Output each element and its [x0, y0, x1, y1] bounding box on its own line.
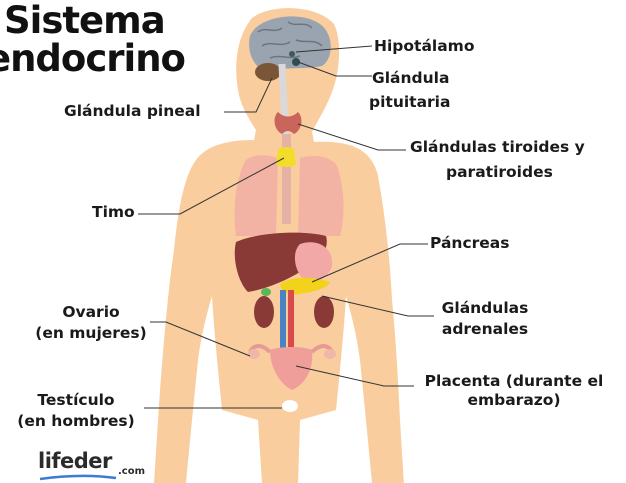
label-timo: Timo	[92, 203, 135, 222]
ovary-right	[324, 349, 336, 359]
label-placenta-line-2: embarazo)	[414, 391, 614, 410]
adrenal-left	[261, 288, 271, 296]
testicle	[282, 400, 298, 412]
aorta	[288, 290, 294, 356]
label-adrenales-line-1: Glándulas	[436, 299, 534, 318]
title-line-1: Sistema	[4, 2, 165, 39]
logo-underline-swoosh	[38, 474, 118, 482]
label-pituitaria-line-1: Glándula	[372, 69, 449, 88]
label-pancreas: Páncreas	[430, 234, 509, 253]
vena-cava	[280, 290, 286, 356]
kidney-left	[254, 296, 274, 328]
label-placenta-line-1: Placenta (durante el	[414, 372, 614, 391]
hypothalamus-mark	[289, 51, 295, 57]
label-ovario-line-2: (en mujeres)	[30, 324, 152, 343]
label-ovario-line-1: Ovario	[30, 303, 152, 322]
label-hipotalamo: Hipotálamo	[374, 37, 474, 56]
lifeder-logo-domain: .com	[118, 466, 145, 477]
lifeder-logo: lifeder	[38, 449, 112, 473]
label-tiroides-line-1: Glándulas tiroides y	[410, 138, 585, 157]
ovary-left	[248, 349, 260, 359]
title-line-2: endocrino	[0, 40, 185, 77]
cerebellum	[255, 63, 281, 81]
label-pineal: Glándula pineal	[64, 102, 201, 121]
label-pituitaria-line-2: pituitaria	[369, 93, 450, 112]
label-testiculo-line-1: Testículo	[12, 391, 140, 410]
label-tiroides-line-2: paratiroides	[446, 163, 553, 182]
lung-right	[298, 156, 343, 236]
thymus	[276, 147, 296, 167]
label-testiculo-line-2: (en hombres)	[12, 412, 140, 431]
kidney-right	[314, 296, 334, 328]
label-adrenales-line-2: adrenales	[436, 320, 534, 339]
